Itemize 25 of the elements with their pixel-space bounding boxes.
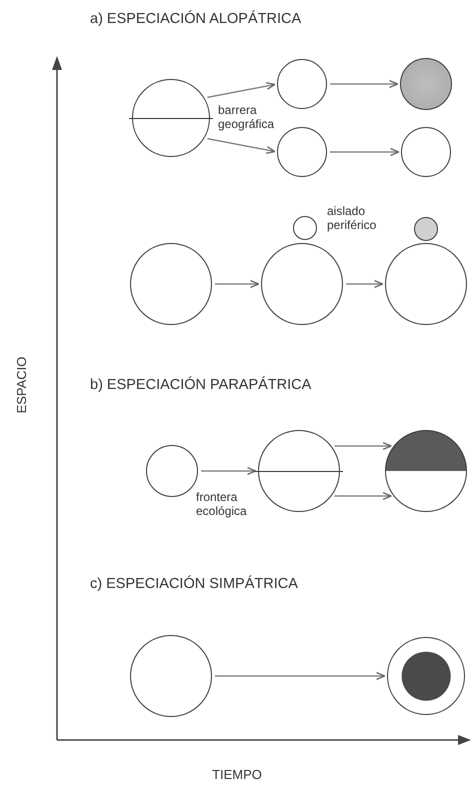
axis-label: TIEMPO bbox=[212, 768, 262, 782]
arrow bbox=[215, 280, 260, 288]
arrow bbox=[201, 467, 256, 475]
annotation-text: aislado periférico bbox=[327, 204, 378, 232]
axis-label: ESPACIO bbox=[15, 356, 29, 414]
population-circle bbox=[277, 59, 327, 109]
arrow bbox=[330, 148, 400, 156]
annotation-text: barrera geográfica bbox=[218, 103, 276, 131]
arrow bbox=[207, 82, 276, 98]
section-heading: c) ESPECIACIÓN SIMPÁTRICA bbox=[90, 577, 299, 591]
population-circle bbox=[400, 58, 452, 110]
arrow bbox=[334, 492, 392, 500]
arrow bbox=[330, 80, 398, 88]
annotation-text: frontera ecológica bbox=[196, 490, 248, 518]
population-circle bbox=[293, 216, 317, 240]
population-circle bbox=[401, 127, 451, 177]
population-circle bbox=[414, 217, 438, 241]
section-heading: a) ESPECIACIÓN ALOPÁTRICA bbox=[90, 12, 302, 26]
arrow bbox=[346, 280, 384, 288]
population-circle bbox=[146, 445, 198, 497]
arrow bbox=[334, 442, 392, 450]
population-circle bbox=[277, 127, 327, 177]
arrow bbox=[207, 138, 276, 154]
arrow bbox=[215, 672, 386, 680]
section-heading: b) ESPECIACIÓN PARAPÁTRICA bbox=[90, 378, 312, 392]
